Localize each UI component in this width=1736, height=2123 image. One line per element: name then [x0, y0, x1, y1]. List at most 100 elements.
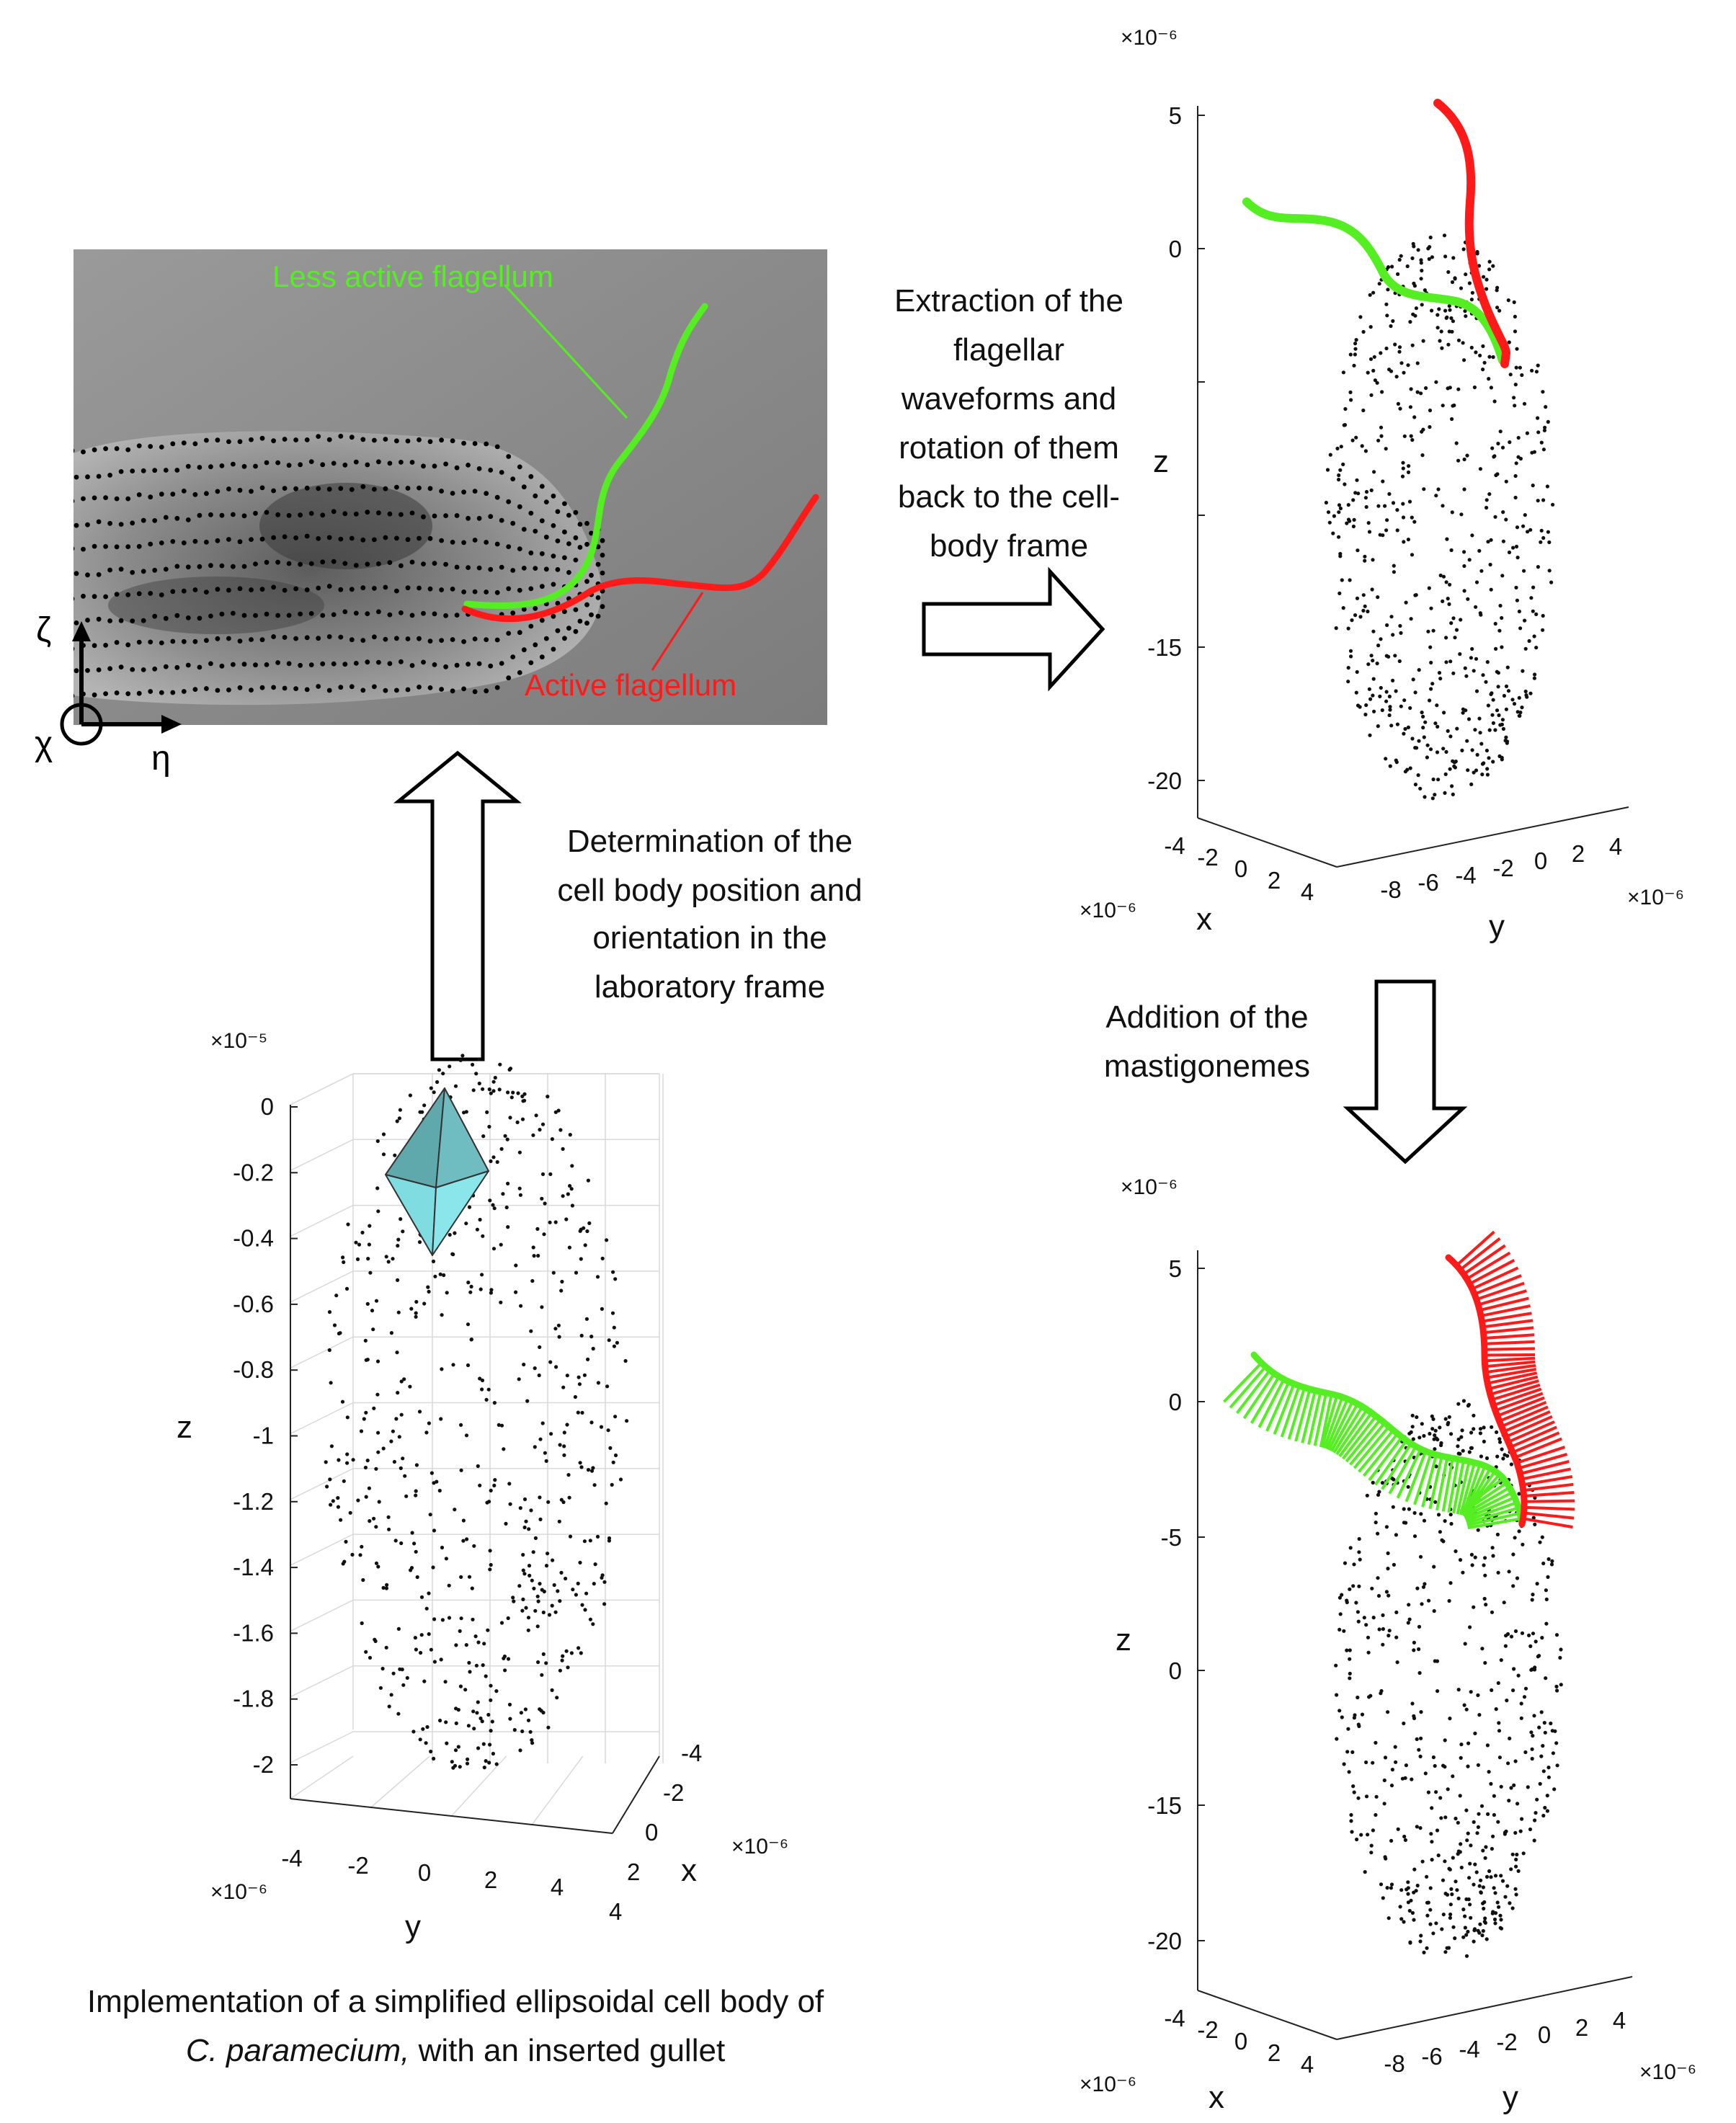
surface-dot [1418, 1554, 1423, 1559]
surface-dot [1379, 637, 1383, 641]
surface-dot [1380, 390, 1384, 394]
surface-dot [1451, 1856, 1455, 1860]
surface-dot [1396, 1827, 1400, 1831]
surface-dot [1499, 1658, 1503, 1663]
surface-dot [1444, 660, 1448, 664]
surface-dot [365, 611, 370, 616]
mastigoneme-hair [1484, 1360, 1536, 1368]
surface-dot [1466, 717, 1472, 721]
mastigoneme-hair [1459, 1237, 1501, 1271]
surface-dot [1349, 398, 1353, 402]
surface-dot [304, 687, 310, 693]
surface-dot [1352, 517, 1356, 522]
surface-dot [1428, 1431, 1432, 1436]
surface-dot [159, 640, 164, 646]
surface-dot [489, 1159, 493, 1163]
surface-dot [458, 1765, 462, 1769]
surface-dot [424, 1430, 429, 1435]
surface-dot [486, 1387, 491, 1392]
surface-dot [1462, 358, 1466, 362]
surface-dot [219, 563, 225, 569]
surface-dot [219, 611, 225, 617]
surface-dot [293, 686, 298, 691]
mastigoneme-hair [1455, 1230, 1495, 1267]
surface-dot [1429, 687, 1433, 691]
surface-dot [344, 1539, 348, 1544]
surface-dot [1517, 609, 1521, 614]
tick-label: 4 [1613, 2007, 1626, 2034]
mastigoneme-hair [1223, 1361, 1263, 1403]
surface-dot [588, 1539, 592, 1543]
surface-dot [1475, 1831, 1479, 1835]
surface-dot [461, 589, 466, 595]
surface-dot [1394, 758, 1398, 762]
surface-dot [367, 1242, 371, 1247]
surface-dot [219, 663, 225, 669]
surface-dot [365, 1301, 370, 1306]
surface-dot [503, 1134, 507, 1138]
surface-dot [405, 486, 411, 491]
surface-dot [1366, 1650, 1371, 1655]
surface-dot [499, 1242, 503, 1247]
surface-dot [367, 1486, 371, 1490]
surface-dot [584, 579, 589, 584]
surface-dot [1406, 538, 1410, 542]
surface-dot [1488, 562, 1492, 567]
surface-dot [365, 462, 370, 468]
surface-dot [488, 1198, 492, 1203]
surface-dot [1358, 705, 1362, 709]
surface-dot [580, 1603, 584, 1607]
surface-dot [1456, 1896, 1461, 1900]
surface-dot [1385, 1886, 1389, 1890]
surface-dot [1463, 309, 1467, 313]
surface-dot [568, 1184, 572, 1188]
surface-dot [427, 1591, 431, 1595]
surface-dot [1541, 1744, 1545, 1748]
surface-dot [377, 1500, 381, 1504]
surface-dot [1447, 304, 1451, 308]
surface-dot [421, 561, 426, 566]
surface-dot [566, 541, 571, 546]
surface-dot [612, 1344, 617, 1348]
surface-dot [521, 566, 527, 571]
surface-dot [384, 1645, 388, 1650]
surface-dot [1430, 796, 1435, 801]
surface-dot [1490, 446, 1495, 450]
surface-dot [391, 1429, 396, 1433]
surface-dot [558, 1443, 562, 1447]
surface-dot [1370, 1586, 1374, 1590]
surface-dot [1346, 503, 1350, 507]
surface-dot [517, 587, 522, 593]
surface-dot [560, 1279, 564, 1284]
surface-dot [1448, 734, 1453, 739]
surface-dot [1545, 484, 1549, 489]
surface-dot [1371, 659, 1375, 663]
surface-dot [544, 1661, 548, 1665]
surface-dot [557, 1519, 561, 1523]
surface-dot [1403, 1838, 1407, 1842]
surface-dot [381, 1446, 386, 1451]
mastigoneme-hair [1258, 1379, 1286, 1428]
surface-dot [1387, 694, 1392, 699]
surface-dot [1472, 1427, 1476, 1431]
surface-dot [1331, 531, 1335, 535]
surface-dot [466, 1724, 471, 1728]
surface-dot [1438, 1425, 1442, 1430]
surface-dot [1363, 449, 1368, 453]
surface-dot [409, 460, 415, 465]
surface-dot [478, 1287, 483, 1291]
surface-dot [450, 688, 455, 694]
surface-dot [497, 1423, 501, 1427]
y-axis-label: y [1489, 909, 1505, 944]
surface-dot [1536, 416, 1540, 420]
mastigoneme-hair [1341, 1415, 1378, 1460]
surface-dot [1436, 487, 1441, 491]
surface-dot [517, 630, 522, 636]
grid-line [450, 1755, 507, 1817]
surface-dot [526, 1718, 531, 1722]
surface-dot [1529, 1730, 1534, 1735]
surface-dot [524, 1606, 528, 1610]
surface-dot [1512, 1667, 1516, 1671]
surface-dot [1456, 1437, 1461, 1441]
surface-dot [282, 635, 288, 640]
